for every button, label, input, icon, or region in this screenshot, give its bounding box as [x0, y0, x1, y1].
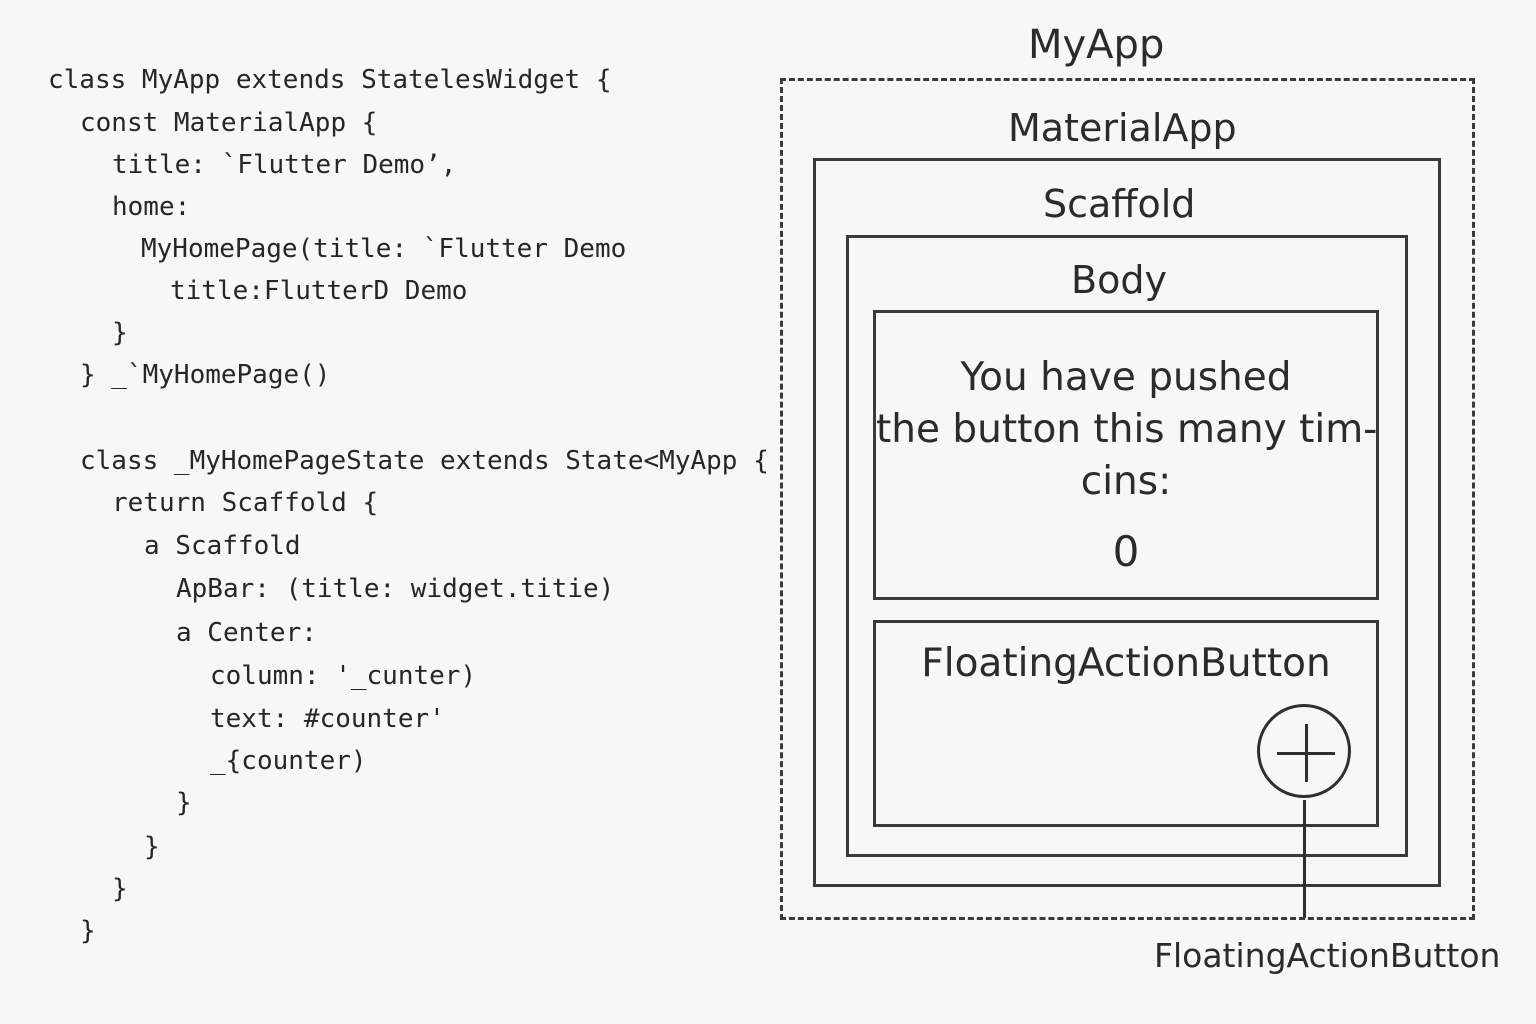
plus-icon[interactable]	[1257, 704, 1351, 798]
body-text-line: the button this many tim-	[876, 407, 1378, 452]
plus-icon-vertical	[1305, 724, 1308, 782]
body-text-line: You have pushed	[960, 355, 1292, 400]
code-line: }	[112, 318, 128, 348]
code-line: _{counter)	[210, 746, 367, 776]
code-line: a Scaffold	[144, 531, 301, 561]
scaffold-label: Scaffold	[1043, 182, 1196, 226]
scaffold-container	[846, 235, 1408, 857]
fab-leader-line	[1303, 800, 1306, 918]
code-line: }	[112, 874, 128, 904]
code-line: a Center:	[176, 618, 317, 648]
code-line: }	[80, 916, 96, 946]
code-line: } _`MyHomePage()	[80, 360, 331, 390]
body-container: You have pushed the button this many tim…	[873, 310, 1379, 600]
body-label: Body	[1071, 258, 1167, 302]
myapp-container	[780, 78, 1475, 920]
code-line: MyHomePage(title: `Flutter Demo	[141, 234, 627, 264]
counter-value: 0	[1112, 527, 1140, 576]
code-line: column: '_cunter)	[210, 661, 477, 691]
code-line: class MyApp extends StatelesWidget {	[48, 65, 612, 95]
code-line: title:FlutterD Demo	[170, 276, 468, 306]
fab-container: FloatingActionButton	[873, 620, 1379, 827]
code-line: ApBar: (title: widget.titie)	[176, 574, 615, 604]
materialapp-label: MaterialApp	[1008, 106, 1237, 150]
code-line: }	[144, 832, 160, 862]
code-line: text: #counter'	[210, 704, 445, 734]
myapp-label: MyApp	[1028, 22, 1165, 68]
fab-box-label: FloatingActionButton	[921, 641, 1331, 686]
code-panel: class MyApp extends StatelesWidget { con…	[48, 65, 769, 946]
code-line: class _MyHomePageState extends State<MyA…	[80, 446, 769, 476]
code-line: home:	[112, 192, 191, 222]
code-line: title: `Flutter Demo’,	[112, 150, 457, 180]
code-line: return Scaffold {	[112, 488, 379, 518]
fab-external-label: FloatingActionButton	[1154, 936, 1501, 975]
body-text-line: cins:	[1080, 459, 1172, 504]
code-line: const MaterialApp {	[80, 108, 378, 138]
code-line: }	[176, 788, 192, 818]
materialapp-container	[813, 158, 1441, 887]
